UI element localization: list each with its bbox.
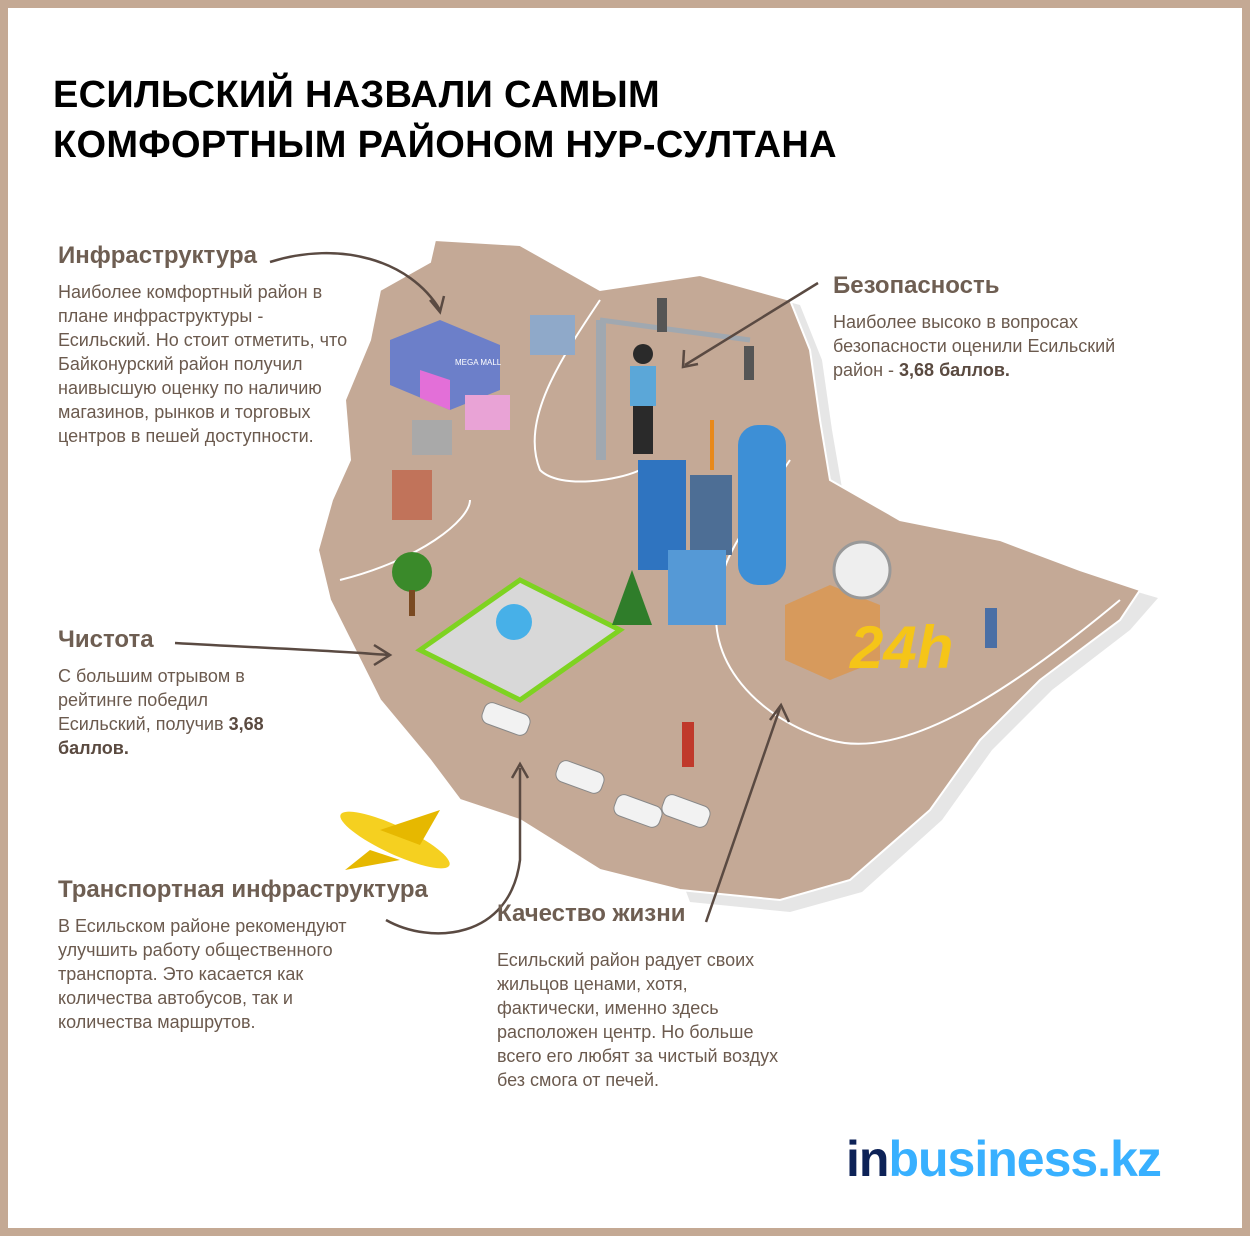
- logo-part-in: in: [846, 1131, 889, 1187]
- pointer-arrows: [174, 251, 819, 935]
- infrastructure-heading: Инфраструктура: [58, 242, 257, 269]
- safety-heading: Безопасность: [833, 272, 1000, 299]
- inbusiness-logo: inbusiness.kz: [846, 1130, 1162, 1188]
- shop-building: [465, 395, 510, 430]
- traffic-light: [596, 298, 754, 460]
- title-line-1: ЕСИЛЬСКИЙ НАЗВАЛИ САМЫМ: [53, 74, 660, 116]
- small-building: [530, 315, 575, 355]
- house-building: [392, 470, 432, 520]
- safety-score: 3,68 баллов.: [899, 360, 1010, 380]
- transport-section: Транспортная инфраструктура В Есильском …: [58, 876, 428, 1034]
- worker: [985, 608, 997, 648]
- infrastructure-text: Наиболее комфортный район в плане инфрас…: [58, 282, 348, 446]
- delivery-box: 24h: [785, 540, 953, 681]
- pedestrian: [682, 722, 694, 767]
- cleanliness-section: Чистота С большим отрывом в рейтинге поб…: [58, 626, 278, 760]
- mall-sign: MEGA MALL: [455, 358, 502, 367]
- cars: [481, 702, 711, 828]
- delivery-24h-label: 24h: [849, 614, 953, 681]
- safety-text: Наиболее высоко в вопросах безопасности …: [833, 312, 1116, 380]
- title-line-2: КОМФОРТНЫМ РАЙОНОМ НУР-СУЛТАНА: [53, 124, 837, 166]
- skyscraper: [668, 550, 726, 625]
- cleanliness-score: 3,68 баллов.: [58, 714, 264, 758]
- page-title: ЕСИЛЬСКИЙ НАЗВАЛИ САМЫМ КОМФОРТНЫМ РАЙОН…: [53, 70, 837, 170]
- transport-text: В Есильском районе рекомендуют улучшить …: [58, 916, 347, 1032]
- park: [392, 552, 652, 703]
- police-officer: [630, 344, 656, 454]
- logo-part-business: business.kz: [888, 1131, 1161, 1187]
- cleanliness-text: С большим отрывом в рейтинге победил Еси…: [58, 666, 245, 734]
- airplane-icon: [340, 810, 450, 870]
- safety-section: Безопасность Наиболее высоко в вопросах …: [833, 272, 1163, 382]
- infrastructure-section: Инфраструктура Наиболее комфортный район…: [58, 242, 358, 448]
- quality-text: Есильский район радует своих жильцов цен…: [497, 950, 779, 1090]
- shop-building: [412, 420, 452, 455]
- skyscraper: [690, 475, 732, 555]
- mall-building: MEGA MALL: [390, 320, 502, 410]
- cleanliness-paragraph: С большим отрывом в рейтинге победил Еси…: [58, 664, 278, 760]
- quality-heading: Качество жизни: [497, 900, 686, 927]
- skyscraper: [738, 425, 786, 585]
- quality-section: Качество жизни Есильский район радует св…: [497, 900, 792, 1092]
- transport-heading: Транспортная инфраструктура: [58, 876, 428, 903]
- safety-paragraph: Наиболее высоко в вопросах безопасности …: [833, 310, 1163, 382]
- cleanliness-heading: Чистота: [58, 626, 154, 653]
